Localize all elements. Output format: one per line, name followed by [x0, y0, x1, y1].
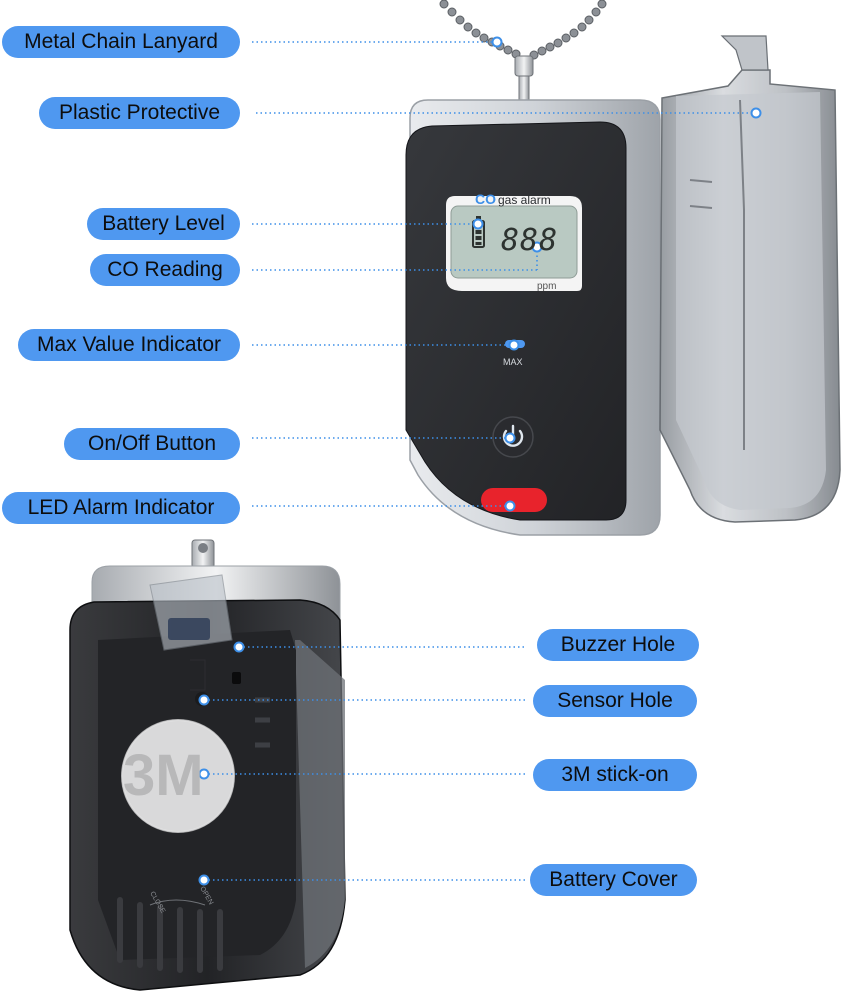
label-battery-cover: Battery Cover — [530, 864, 697, 896]
sticker-3m-text: 3M — [123, 743, 204, 808]
leader-lines — [204, 41, 756, 881]
label-on-off-button: On/Off Button — [64, 428, 240, 460]
label-co-reading: CO Reading — [90, 254, 240, 286]
label-sensor-hole: Sensor Hole — [533, 685, 697, 717]
label-3m-stick-on: 3M stick-on — [533, 759, 697, 791]
protective-clip — [659, 35, 841, 523]
label-buzzer-hole: Buzzer Hole — [537, 629, 699, 661]
brand-co-text: CO — [475, 191, 496, 207]
buzzer-hole — [232, 672, 241, 684]
label-max-value-indicator: Max Value Indicator — [18, 329, 240, 361]
brand-gas-alarm-text: gas alarm — [498, 193, 551, 207]
front-device — [405, 99, 661, 536]
lcd-digits: 888 — [501, 223, 558, 258]
label-plastic-protective: Plastic Protective — [39, 97, 240, 129]
back-device — [69, 539, 346, 991]
alarm-led — [481, 488, 547, 512]
max-label: MAX — [503, 357, 523, 367]
metal-chain — [439, 0, 607, 60]
label-battery-level: Battery Level — [87, 208, 240, 240]
label-led-alarm-indicator: LED Alarm Indicator — [2, 492, 240, 524]
unit-ppm: ppm — [537, 281, 556, 292]
chain-connector — [514, 55, 534, 77]
leader-dots — [198, 36, 762, 886]
label-metal-chain-lanyard: Metal Chain Lanyard — [2, 26, 240, 58]
